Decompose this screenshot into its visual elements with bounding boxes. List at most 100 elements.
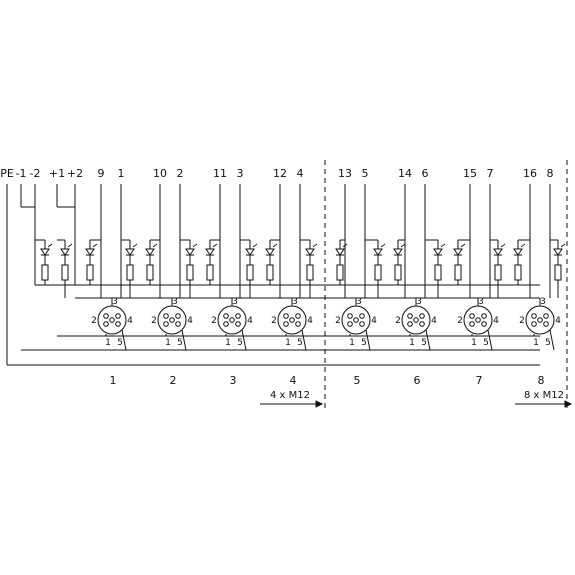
terminal-label: 6 [422,167,429,180]
resistor-icon [61,264,69,281]
connector-pin [103,321,109,327]
led-icon [393,243,406,256]
terminal-label: 7 [487,167,494,180]
pin-wire [181,329,187,351]
connector-pin [115,321,121,327]
wires [6,160,573,410]
led-triangle [85,248,95,256]
pin-number: 5 [177,338,183,348]
connector-pin [163,321,169,327]
led-ray [500,243,506,248]
connector-number: 6 [414,374,421,387]
pin-wire [487,329,493,351]
pin-number: 5 [483,338,489,348]
led-triangle [305,248,315,256]
pin-number: 4 [371,316,377,326]
pin-number: 1 [165,338,171,348]
pin-wire [365,329,371,351]
pin-number: 5 [421,338,427,348]
resistor-icon [186,264,194,281]
resistor-icon [454,264,462,281]
led-triangle [433,248,443,256]
led-icon [335,243,348,256]
terminal-label: 11 [213,167,227,180]
led-ray [440,243,446,248]
resistor-icon [514,264,522,281]
pin-number: 1 [471,338,477,348]
pin-wire [425,329,431,351]
led-ray [312,243,318,248]
connector-pin [347,321,353,327]
pin-number: 2 [457,316,463,326]
pin-number: 1 [225,338,231,348]
connector-number: 7 [476,374,483,387]
led-icon [245,243,258,256]
pin-number: 3 [292,297,298,307]
connector-pin [531,321,537,327]
terminal-label: 12 [273,167,287,180]
pin-number: 2 [151,316,157,326]
led-triangle [145,248,155,256]
connector-number: 5 [354,374,361,387]
pin-number: 3 [172,297,178,307]
pin-number: 3 [112,297,118,307]
pin-number: 5 [545,338,551,348]
led-triangle [125,248,135,256]
pin-number: 1 [409,338,415,348]
led-icon [205,243,218,256]
led-ray [380,243,386,248]
connector-pin [109,317,115,323]
pin-number: 3 [478,297,484,307]
led-icon [305,243,318,256]
terminal-label: +1 [49,167,65,180]
led-triangle [40,248,50,256]
led-icon [433,243,446,256]
led-icon [60,243,73,256]
led-icon [513,243,526,256]
connector-number: 3 [230,374,237,387]
connector-pin [469,321,475,327]
connector-pin [359,313,365,319]
pin-number: 4 [307,316,313,326]
connector-pin [235,313,241,319]
led-ray [212,243,218,248]
led-icon [40,243,53,256]
group-label: 8 x M12 [524,390,564,401]
connector-pin [229,317,235,323]
led-ray [47,243,53,248]
led-icon [145,243,158,256]
connector-pin [419,313,425,319]
connector-pin [543,321,549,327]
resistor-icon [306,264,314,281]
components [40,243,566,281]
connector-pin [289,317,295,323]
terminal-label: 3 [237,167,244,180]
pin-number: 1 [533,338,539,348]
connector-pin [163,313,169,319]
led-icon [265,243,278,256]
pin-number: 1 [105,338,111,348]
led-triangle [393,248,403,256]
pin-number: 4 [431,316,437,326]
led-triangle [60,248,70,256]
resistor-icon [374,264,382,281]
connector-pin [475,317,481,323]
led-ray [460,243,466,248]
led-ray [192,243,198,248]
connector-pin [531,313,537,319]
connector-pin [223,321,229,327]
connector-pin [115,313,121,319]
led-triangle [373,248,383,256]
connector-number: 4 [290,374,297,387]
connector-number: 8 [538,374,545,387]
pin-number: 1 [285,338,291,348]
connector-pin [283,313,289,319]
connector-pin [359,321,365,327]
led-icon [85,243,98,256]
led-ray [252,243,258,248]
pin-number: 4 [555,316,561,326]
